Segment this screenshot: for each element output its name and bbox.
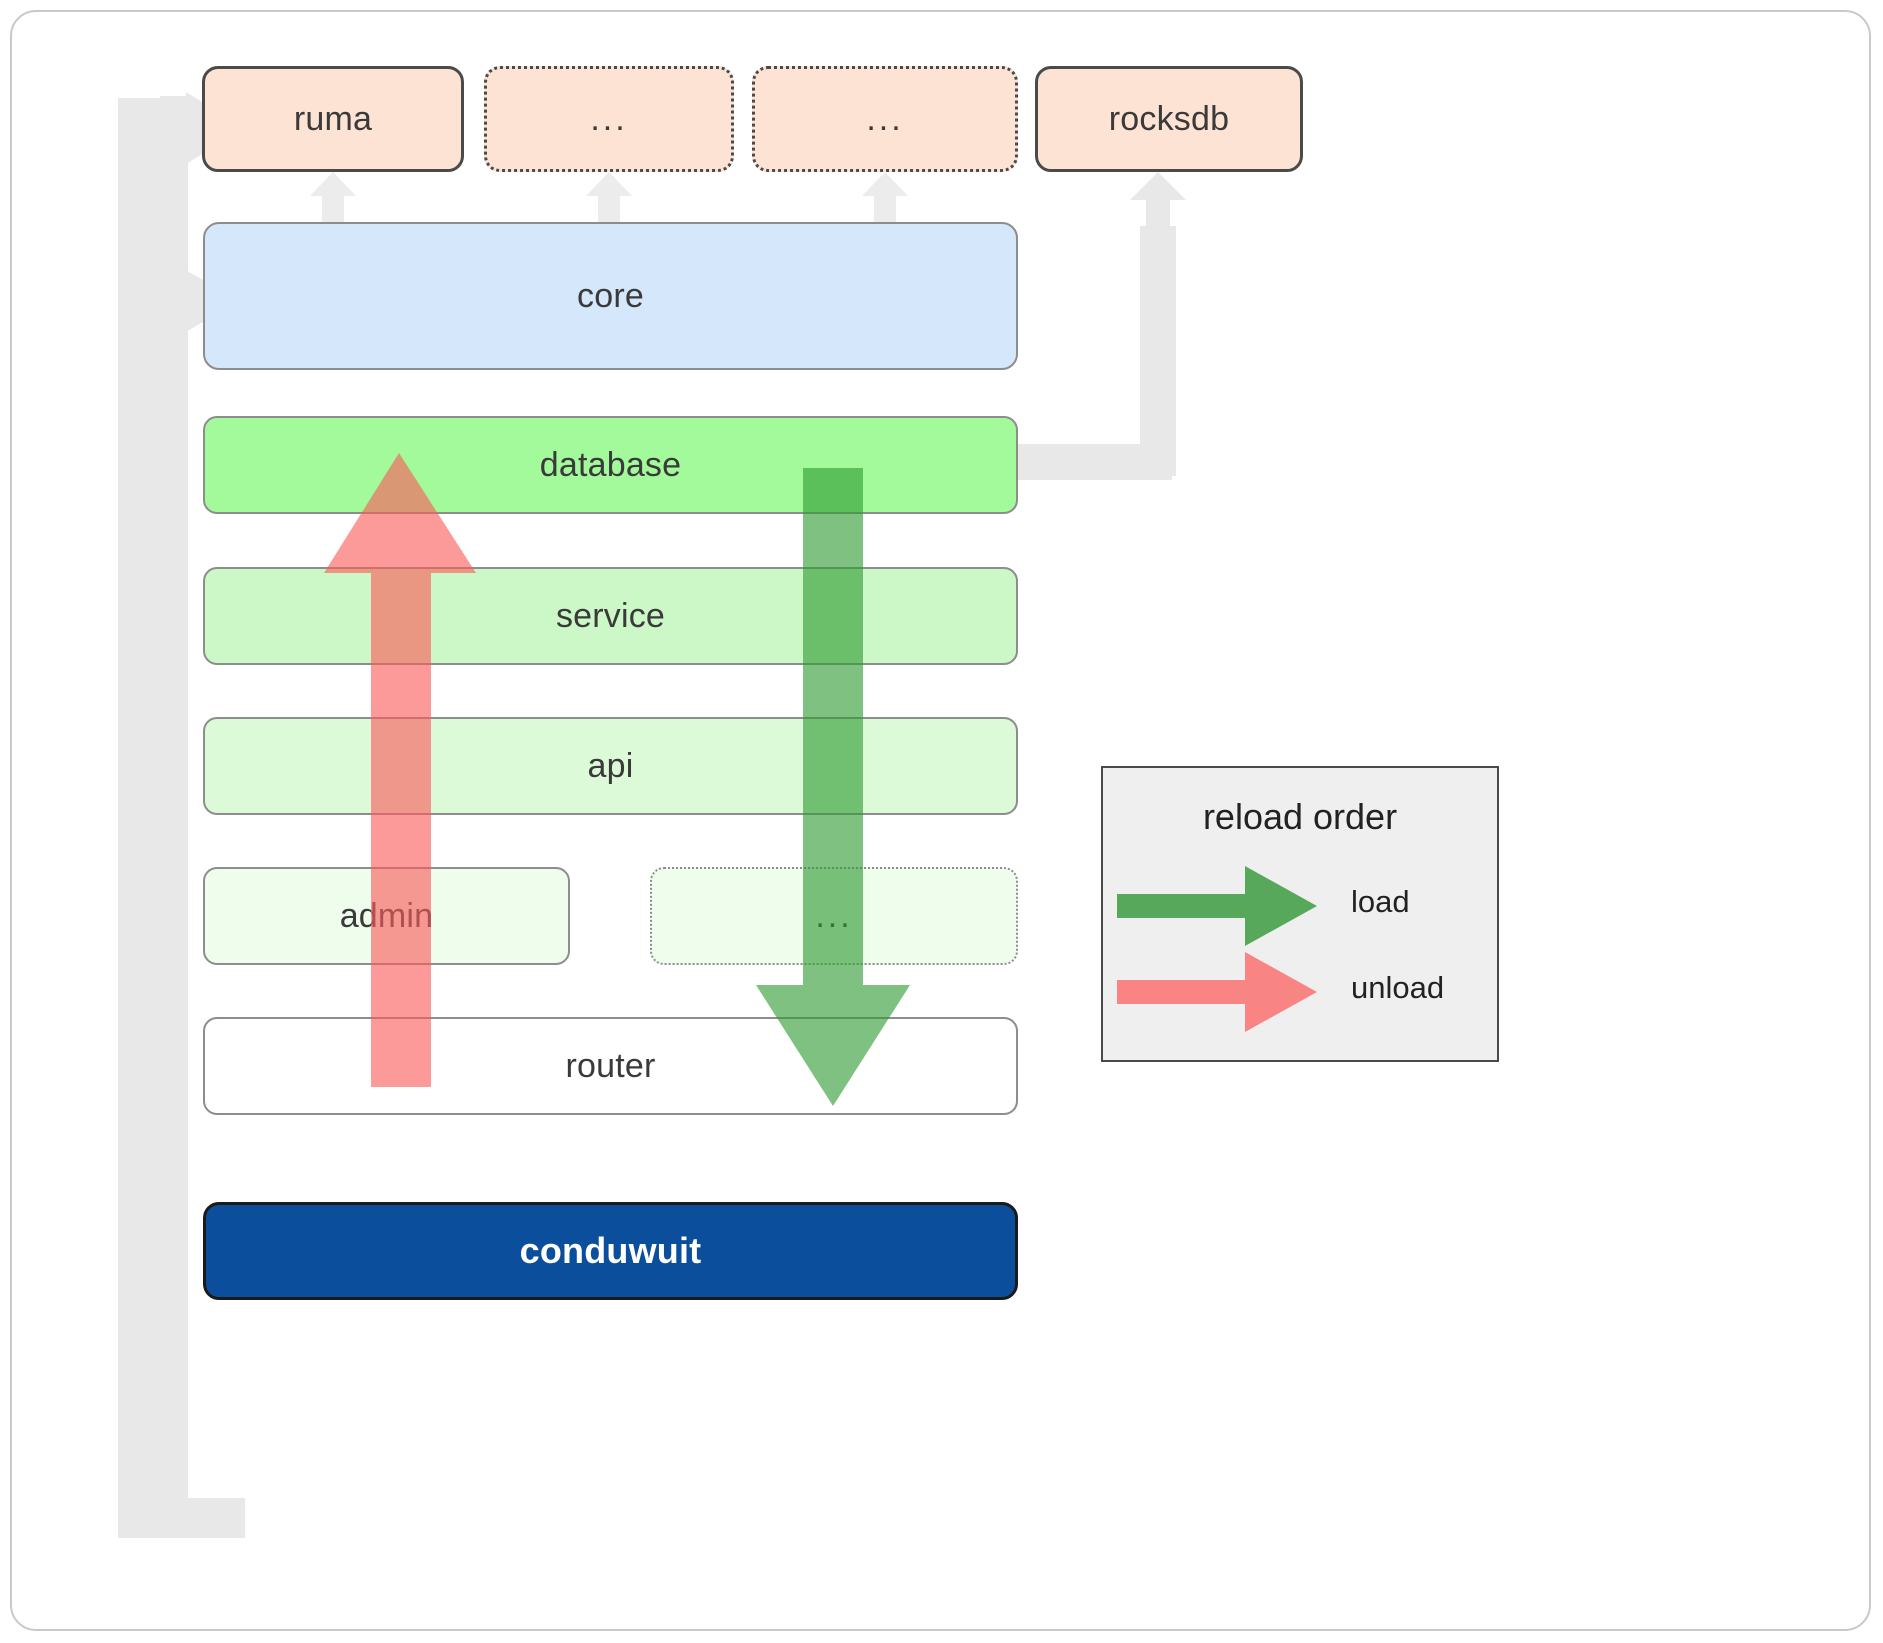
stack-label-admin: admin — [339, 896, 434, 935]
dependency-box-dots-1[interactable]: ... — [484, 66, 734, 172]
legend-panel: reload order load unload — [1101, 766, 1499, 1062]
stack-box-api[interactable]: api — [203, 717, 1018, 815]
legend-load-arrow-icon — [1117, 866, 1317, 946]
app-box-conduwuit[interactable]: conduwuit — [203, 1202, 1018, 1300]
stack-label-api: api — [587, 746, 634, 785]
stack-box-admin[interactable]: admin — [203, 867, 570, 965]
stack-label-database: database — [539, 445, 682, 484]
stack-box-dots[interactable]: ... — [650, 867, 1018, 965]
legend-label-unload: unload — [1351, 970, 1445, 1005]
dependency-box-rocksdb[interactable]: rocksdb — [1035, 66, 1303, 172]
legend-title: reload order — [1202, 796, 1398, 837]
core-box[interactable]: core — [203, 222, 1018, 370]
legend-label-load: load — [1351, 884, 1410, 919]
app-label-conduwuit: conduwuit — [519, 1230, 702, 1271]
stack-label-service: service — [555, 596, 666, 635]
stack-box-service[interactable]: service — [203, 567, 1018, 665]
dependency-box-ruma[interactable]: ruma — [202, 66, 464, 172]
dependency-box-dots-2[interactable]: ... — [752, 66, 1018, 172]
dependency-label-dots-2: ... — [866, 99, 904, 138]
dependency-label-rocksdb: rocksdb — [1108, 99, 1230, 138]
dependency-label-dots-1: ... — [590, 99, 628, 138]
dependency-label-ruma: ruma — [293, 99, 373, 138]
stack-box-database[interactable]: database — [203, 416, 1018, 514]
stack-label-dots: ... — [815, 896, 853, 935]
core-label: core — [577, 276, 644, 315]
stack-label-router: router — [565, 1046, 656, 1085]
legend-unload-arrow-icon — [1117, 952, 1317, 1032]
stack-box-router[interactable]: router — [203, 1017, 1018, 1115]
